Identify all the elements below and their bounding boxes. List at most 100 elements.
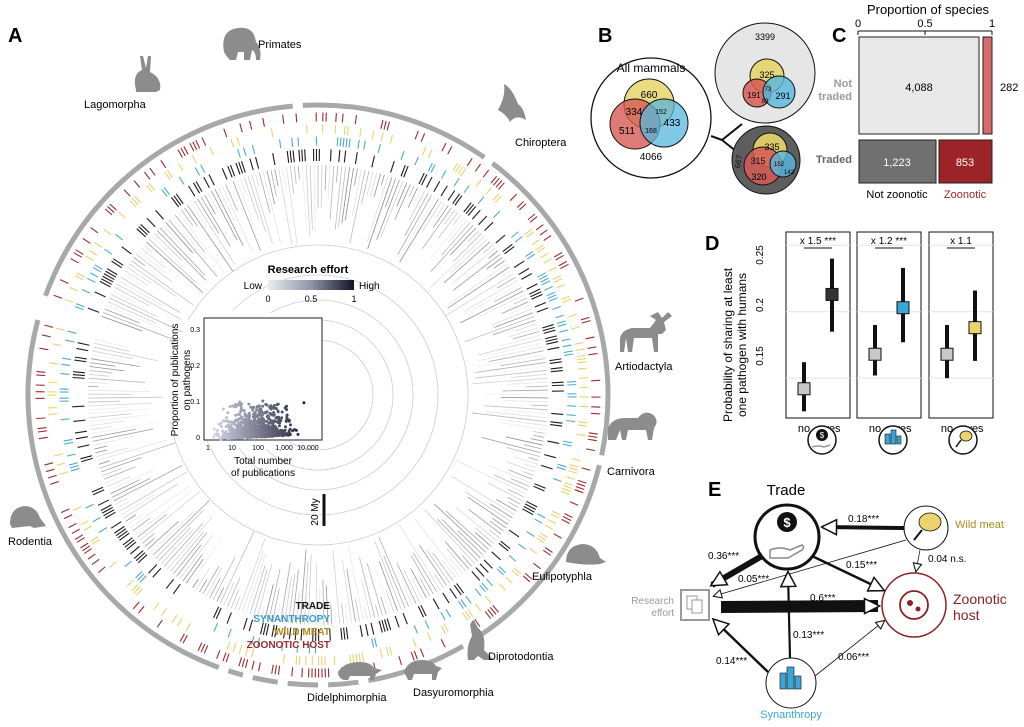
ring-tick <box>433 599 439 609</box>
hedgehog-icon <box>566 544 606 565</box>
tree-branch <box>359 558 374 618</box>
col-label-zoonotic: Zoonotic <box>944 189 987 201</box>
ring-tick <box>299 150 300 162</box>
ring-tick <box>334 656 335 665</box>
tree-branch <box>321 165 322 208</box>
city-icon <box>795 676 801 689</box>
ring-tick <box>425 620 429 628</box>
ring-tick <box>69 463 78 465</box>
ring-tick <box>283 654 284 663</box>
venn-top-value: 89 <box>762 99 769 105</box>
ring-tick <box>387 122 389 131</box>
panel-a-letter: A <box>8 25 22 47</box>
tree-branch <box>105 309 140 323</box>
ring-tick <box>302 150 303 162</box>
ring-tick <box>204 177 210 188</box>
ring-tick <box>239 645 242 654</box>
tree-branch <box>430 217 464 259</box>
tree-branch <box>219 188 235 222</box>
tree-branch <box>466 492 510 521</box>
tree-branch <box>468 497 508 524</box>
tree-branch <box>345 168 353 221</box>
ring-tick <box>138 606 144 613</box>
clade-carnivora: Carnivora <box>607 413 657 478</box>
ring-tick <box>390 135 392 144</box>
inset-point <box>260 431 263 434</box>
ring-tick <box>214 623 218 631</box>
tree-branch <box>370 173 376 197</box>
ring-tick <box>190 143 194 151</box>
tree-branch <box>492 518 506 528</box>
edge-label: 0.04 n.s. <box>928 554 966 565</box>
tree-branch <box>330 166 334 220</box>
tree-branch <box>513 331 539 339</box>
ring-tick <box>553 276 561 280</box>
ring-tick <box>183 635 187 643</box>
ring-tick <box>541 253 549 258</box>
ring-tick <box>272 665 273 674</box>
ring-tick <box>562 488 570 491</box>
ring-tick <box>582 468 591 470</box>
ring-tick <box>362 653 364 662</box>
research-effort-tick: 1 <box>351 294 356 304</box>
ring-tick <box>532 240 539 245</box>
tree-branch <box>120 472 188 512</box>
ring-tick <box>56 328 65 330</box>
inset-ytick: 0 <box>196 435 200 442</box>
ring-tick <box>74 253 82 258</box>
tree-branch <box>92 351 132 359</box>
tree-branch <box>110 480 140 494</box>
clade-primates: Primates <box>223 28 302 60</box>
ring-tick <box>341 628 342 640</box>
city-icon <box>879 426 907 454</box>
tree-branch <box>239 538 266 611</box>
ring-tick <box>534 563 541 569</box>
inset-xtick: 10,000 <box>297 445 319 452</box>
ring-tick <box>50 482 59 485</box>
tree-branch <box>478 339 541 355</box>
ring-tick <box>442 143 446 151</box>
tree-branch <box>169 220 217 277</box>
ring-tick <box>240 124 242 133</box>
ring-tick <box>298 137 299 146</box>
ring-tick <box>95 242 102 247</box>
tree-branch <box>464 281 517 312</box>
label-eulipotyphla: Eulipotyphla <box>532 571 593 583</box>
tree-branch <box>514 457 538 464</box>
ring-tick <box>192 155 196 163</box>
research-effort-tick: 0 <box>265 294 270 304</box>
ring-tick <box>88 308 99 312</box>
tree-branch <box>314 165 315 232</box>
inset-point <box>272 435 275 438</box>
inset-point <box>269 419 272 422</box>
document-icon <box>692 600 702 613</box>
ring-tick <box>194 183 200 193</box>
edge-label: 0.05*** <box>738 574 769 585</box>
inset-point <box>228 436 231 439</box>
ring-tick <box>141 224 150 232</box>
ring-tick <box>178 163 183 171</box>
ring-tick <box>89 251 97 256</box>
inset-point <box>258 414 261 417</box>
ring-tick <box>57 463 66 465</box>
tree-branch <box>413 553 437 592</box>
ring-tick <box>521 273 531 279</box>
inset-xtick: 10 <box>228 445 236 452</box>
ring-tick <box>228 629 231 637</box>
ring-tick <box>564 354 573 355</box>
inset-point <box>273 427 276 430</box>
inset-point <box>241 417 244 420</box>
ring-tick <box>76 250 84 255</box>
tree-branch <box>256 174 260 187</box>
tree-branch <box>275 169 278 186</box>
venn-top-value: 191 <box>747 91 761 100</box>
ring-tick <box>252 661 254 670</box>
legend-zoonotic-host: ZOONOTIC HOST <box>247 640 330 651</box>
ring-tick <box>562 519 570 523</box>
venn-bottom-value: 152 <box>774 162 785 168</box>
ring-tick <box>273 153 275 165</box>
subpanel-frame <box>929 232 993 418</box>
row-label-traded-2: Traded <box>816 154 852 166</box>
tasmanian-devil-icon <box>404 660 442 680</box>
tree-branch <box>397 183 407 206</box>
